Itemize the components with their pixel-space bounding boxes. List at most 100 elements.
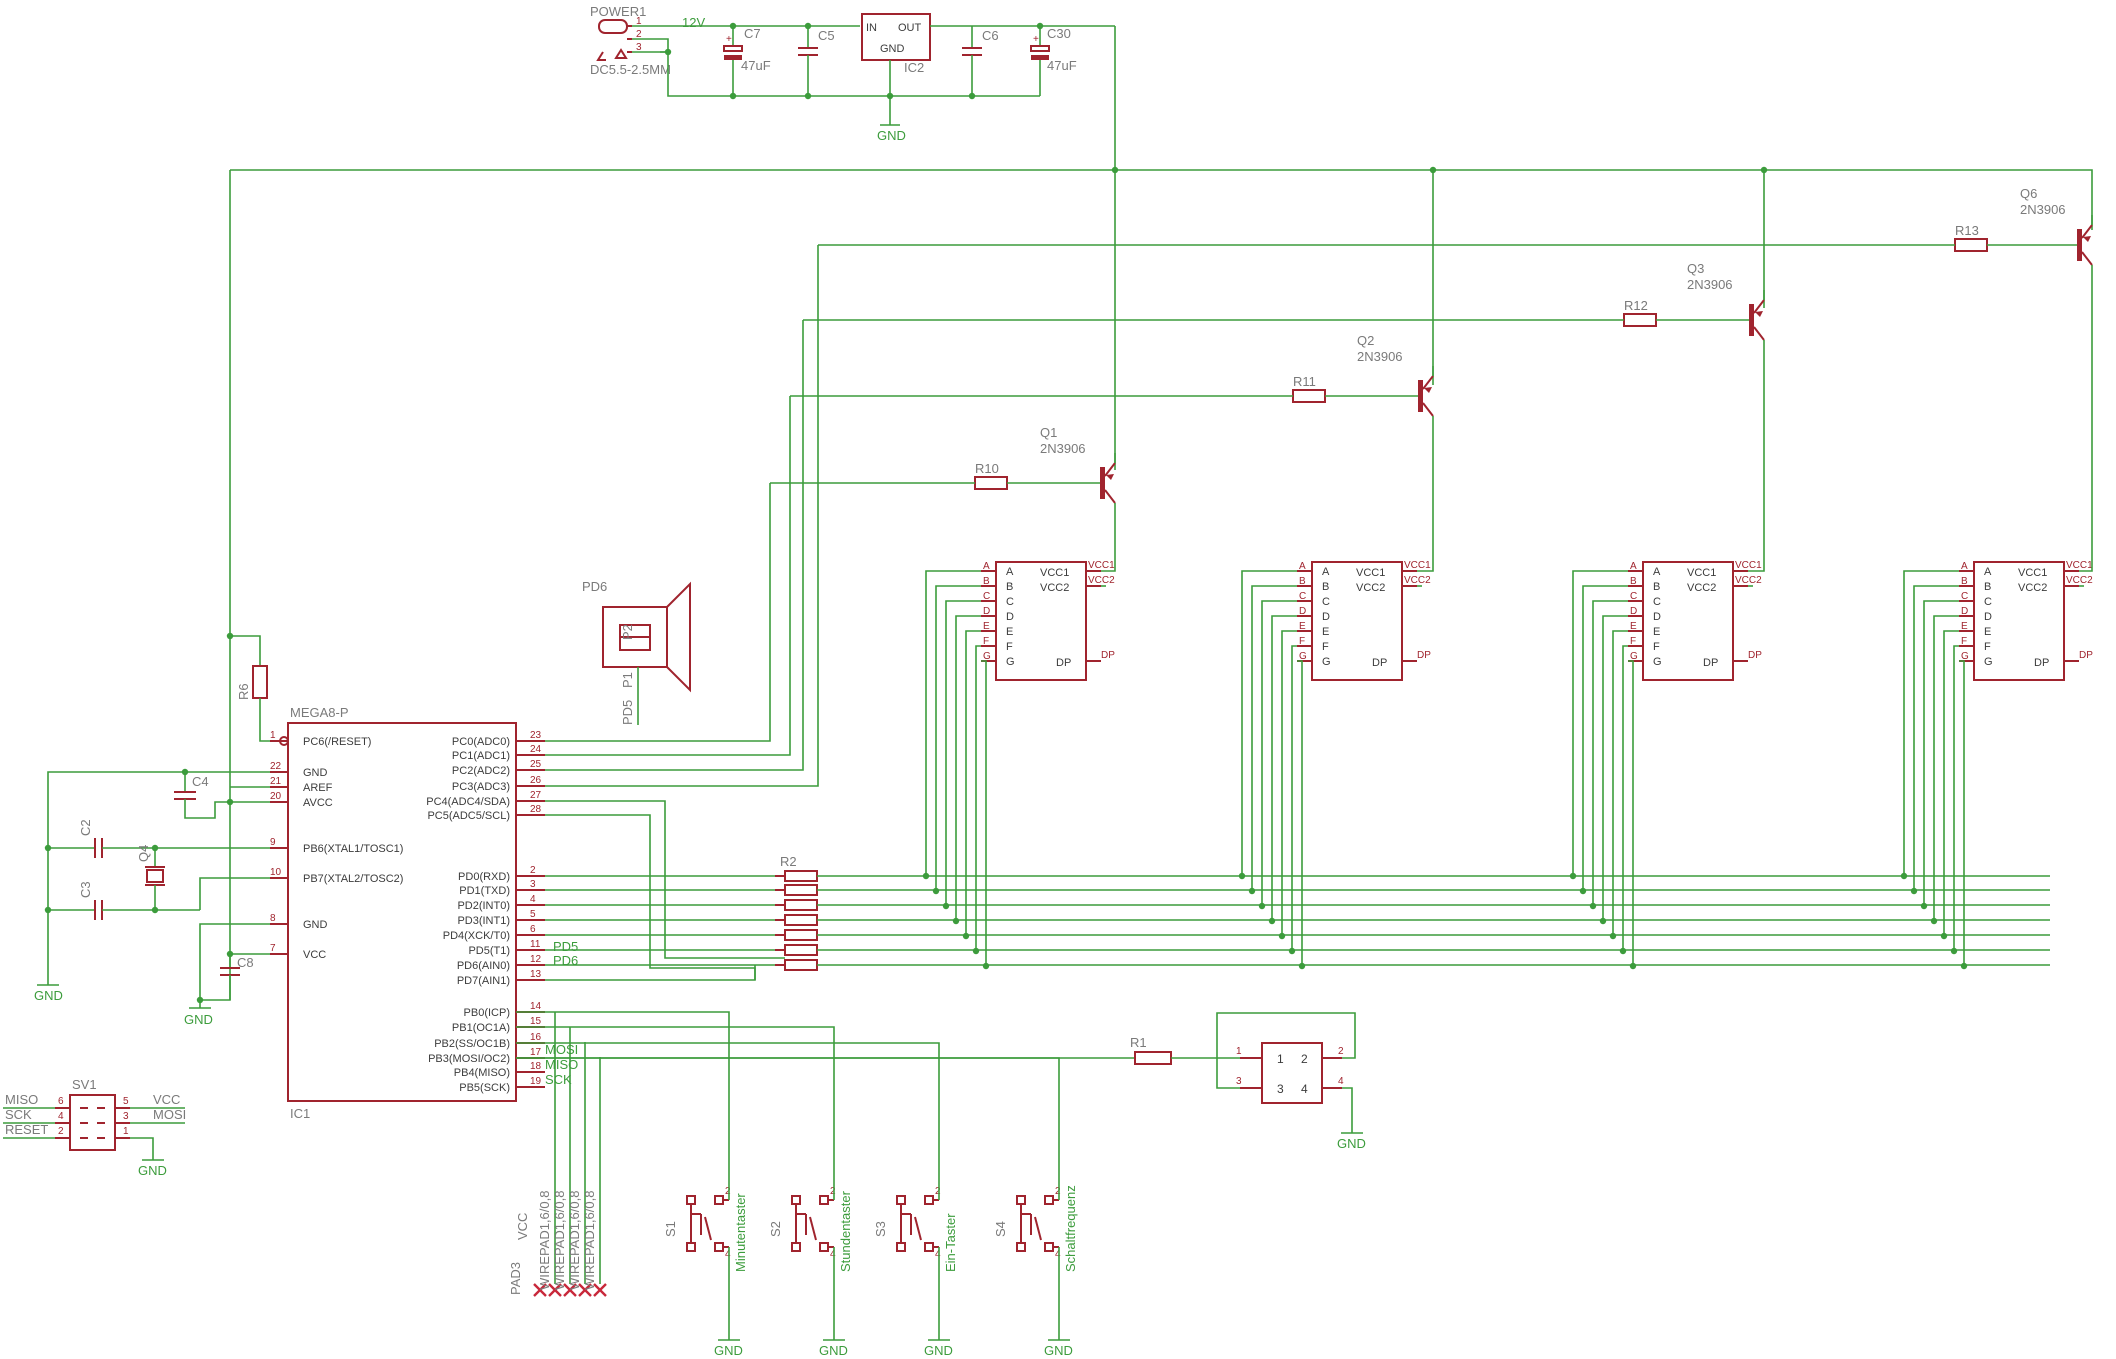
power-jack-arrow (614, 48, 628, 59)
display-vcc1-pin: VCC1 (1404, 560, 1431, 571)
display-pin-name: B (1322, 581, 1329, 593)
svg-text:2: 2 (58, 1126, 64, 1137)
transistor-type: 2N3906 (1357, 349, 1403, 364)
resistor-name: R13 (1955, 223, 1979, 238)
svg-text:4: 4 (1338, 1076, 1344, 1087)
mcu-left-pin-name: PB7(XTAL2/TOSC2) (303, 873, 403, 885)
c3-name: C3 (78, 881, 93, 898)
svg-text:2: 2 (1301, 1052, 1308, 1066)
mcu-right-pin-name: PB3(MOSI/OC2) (428, 1053, 510, 1065)
c8-name: C8 (237, 955, 254, 970)
display-dp-pin: DP (1748, 650, 1762, 661)
power-pin-1: 1 (636, 16, 642, 27)
svg-text:GND: GND (184, 1012, 213, 1027)
mcu-left-pin-num: 9 (270, 837, 276, 848)
display-pin-name: D (1322, 611, 1330, 623)
mcu-right-pin-name: PD2(INT0) (457, 900, 510, 912)
display-pin-label: E (1961, 621, 1968, 632)
junction (1298, 962, 1306, 970)
mcu-left-components: R6 GND C4 C2 C3 Q4 (34, 632, 270, 1027)
svg-text:3: 3 (1277, 1082, 1284, 1096)
display-pin-name: B (1984, 581, 1991, 593)
junction (962, 932, 970, 940)
mcu-right-pin-name: PD7(AIN1) (457, 975, 510, 987)
gnd-label: GND (714, 1343, 743, 1358)
transistor-name: Q6 (2020, 186, 2037, 201)
junction (1629, 962, 1637, 970)
mcu-right-pin-name: PD1(TXD) (459, 885, 510, 897)
junction (1609, 932, 1617, 940)
transistor-base-bar (1418, 380, 1423, 412)
junction (952, 917, 960, 925)
mcu-right-pin-name: PB1(OC1A) (452, 1022, 510, 1034)
display-dp-pin: DP (1417, 650, 1431, 661)
display-vcc1: VCC1 (1356, 567, 1385, 579)
r2-resistor (784, 944, 818, 956)
display-vcc2-pin: VCC2 (1404, 575, 1431, 586)
r2-name: R2 (780, 854, 797, 869)
power-pin-2: 2 (636, 29, 642, 40)
junction (1589, 902, 1597, 910)
svg-text:GND: GND (877, 128, 906, 143)
speaker-pd6: PD6 PD5 P1 P2 (582, 579, 691, 725)
switch-name: S2 (768, 1221, 783, 1237)
sv1-miso: MISO (5, 1092, 38, 1107)
svg-text:P2: P2 (620, 624, 635, 640)
display-pin-label: B (1299, 576, 1306, 587)
display-pin-label: A (1299, 561, 1306, 572)
transistor-type: 2N3906 (1687, 277, 1733, 292)
mcu-right-pin-num: 4 (530, 894, 536, 905)
mcu-right-pin-num: 24 (530, 744, 542, 755)
display-pin-label: E (983, 621, 990, 632)
mcu-right-pin-name: PB0(ICP) (464, 1007, 510, 1019)
mcu-right-pin-name: PD6(AIN0) (457, 960, 510, 972)
svg-text:GND: GND (34, 988, 63, 1003)
mcu-right-pin-name: PC1(ADC1) (452, 750, 510, 762)
svg-text:+: + (726, 34, 732, 45)
svg-text:MISO: MISO (545, 1057, 578, 1072)
display-pin-label: D (1630, 606, 1637, 617)
c6-name: C6 (982, 28, 999, 43)
display-pin-label: G (1961, 651, 1969, 662)
display-dp-pin: DP (1101, 650, 1115, 661)
svg-text:1: 1 (1277, 1052, 1284, 1066)
junction (1258, 902, 1266, 910)
svg-text:3: 3 (123, 1111, 129, 1122)
sv1-sck: SCK (5, 1107, 32, 1122)
display-dp: DP (2034, 657, 2049, 669)
display-pin-label: B (983, 576, 990, 587)
mcu-right-pin-num: 3 (530, 879, 536, 890)
optocoupler (1261, 1042, 1323, 1104)
display-vcc1-pin: VCC1 (1088, 560, 1115, 571)
display-pin-name: C (1653, 596, 1661, 608)
switch-pin: 4 (935, 1249, 941, 1260)
sv1-header: SV1 6 4 2 5 3 1 MISO SCK RESET VCC MOSI … (3, 1077, 186, 1178)
display-pin-name: C (1984, 596, 1992, 608)
display-dp: DP (1056, 657, 1071, 669)
transistor-name: Q2 (1357, 333, 1374, 348)
display-vcc2: VCC2 (1040, 582, 1069, 594)
mcu-right-pin-name: PC3(ADC3) (452, 781, 510, 793)
junction (1950, 947, 1958, 955)
mcu-right-pin-name: PC2(ADC2) (452, 765, 510, 777)
display-pin-label: A (983, 561, 990, 572)
c7-name: C7 (744, 26, 761, 41)
mcu-right-pin-name: PB4(MISO) (454, 1067, 510, 1079)
wire-pad-label: WIREPAD1,6/0,8 (567, 1191, 582, 1290)
display-vcc2: VCC2 (2018, 582, 2047, 594)
mcu-right-pin-name: PC4(ADC4/SDA) (426, 796, 510, 808)
display-pin-name: D (1653, 611, 1661, 623)
mcu-ic1: MEGA8-P IC1 1PC6(/RESET)22GND21AREF20AVC… (270, 705, 545, 1121)
resistor-name: R12 (1624, 298, 1648, 313)
switch-net-label: Ein-Taster (943, 1213, 958, 1272)
svg-text:GND: GND (138, 1163, 167, 1178)
display-body (995, 561, 1087, 681)
mcu-left-pin-num: 7 (270, 943, 276, 954)
power-value: DC5.5-2.5MM (590, 62, 671, 77)
sv1-mosi: MOSI (153, 1107, 186, 1122)
display-pin-name: A (1322, 566, 1330, 578)
display-pin-label: F (1630, 636, 1636, 647)
